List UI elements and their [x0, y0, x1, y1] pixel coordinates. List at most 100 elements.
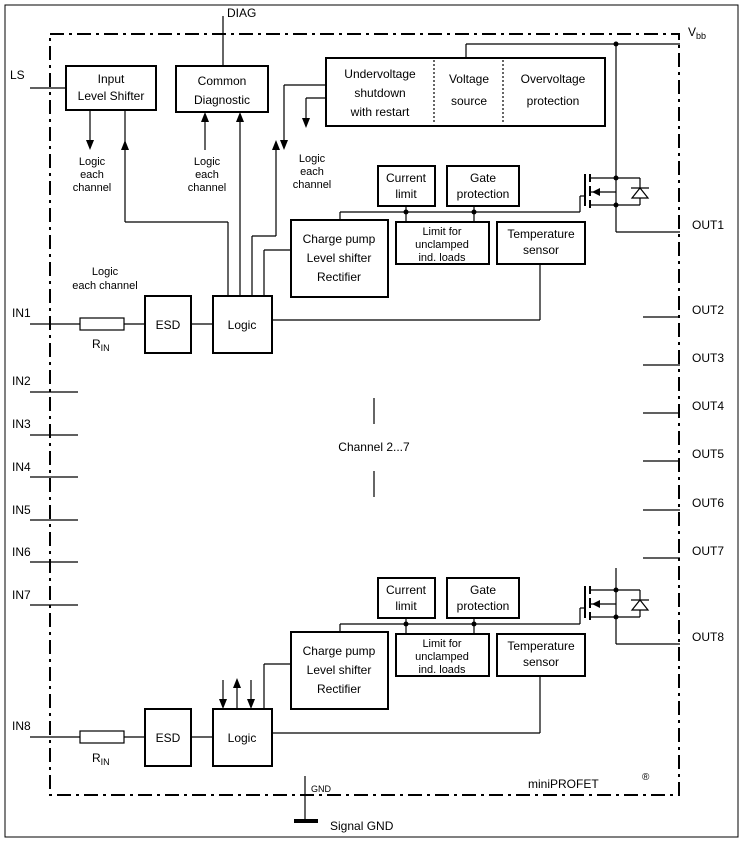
limit-unclamped-block-8: [395, 633, 490, 677]
charge-pump-label-1c: Rectifier: [317, 270, 361, 284]
logic-each-channel-a-2: each: [80, 169, 104, 181]
charge-pump-label-8c: Rectifier: [317, 682, 361, 696]
limit-unclamped-label-8a: Limit for: [422, 638, 461, 650]
logic-block-1: [212, 295, 273, 354]
arrow-down-icon: [302, 118, 310, 128]
voltage-source-label-1: Voltage: [449, 72, 489, 86]
out5-label: OUT5: [692, 447, 724, 461]
logic-each-channel-d-2: each channel: [72, 280, 137, 292]
gate-protection-label-1a: Gate: [470, 171, 496, 185]
limit-unclamped-label-1a: Limit for: [422, 226, 461, 238]
diode-icon: [630, 599, 650, 611]
gate-protection-label-8a: Gate: [470, 583, 496, 597]
logic-each-channel-c-2: each: [300, 166, 324, 178]
charge-pump-block-1: [290, 219, 389, 298]
in1-label: IN1: [12, 306, 31, 320]
in2-label: IN2: [12, 374, 31, 388]
gnd-label: GND: [311, 784, 332, 794]
registered-mark: ®: [642, 772, 650, 783]
input-level-shifter-block: [65, 65, 157, 111]
out2-label: OUT2: [692, 303, 724, 317]
out1-label: OUT1: [692, 218, 724, 232]
rin-label-1: RIN: [92, 337, 110, 353]
temperature-sensor-label-8b: sensor: [523, 655, 559, 669]
mosfet-arrow-icon: [592, 188, 600, 196]
arrow-down-icon: [219, 699, 227, 709]
signal-gnd-label: Signal GND: [330, 819, 394, 833]
voltage-source-label-2: source: [451, 94, 487, 108]
temperature-sensor-label-1a: Temperature: [507, 227, 575, 241]
limit-unclamped-block-1: [395, 221, 490, 265]
in7-label: IN7: [12, 588, 31, 602]
logic-each-channel-a-3: channel: [73, 182, 112, 194]
input-level-shifter-label-1: Input: [98, 72, 125, 86]
rin-resistor-1: [79, 317, 125, 331]
undervoltage-label-2: shutdown: [354, 86, 405, 100]
esd-label-1: ESD: [156, 318, 181, 332]
gate-protection-block-1: [446, 165, 520, 207]
arrow-down-icon: [86, 140, 94, 150]
gate-protection-label-8b: protection: [457, 599, 510, 613]
esd-block-1: [144, 295, 192, 354]
logic-each-channel-b-3: channel: [188, 182, 227, 194]
out4-label: OUT4: [692, 399, 724, 413]
current-limit-label-8b: limit: [395, 599, 417, 613]
in8-label: IN8: [12, 719, 31, 733]
arrow-up-icon: [201, 112, 209, 122]
arrow-down-icon: [280, 140, 288, 150]
in5-label: IN5: [12, 503, 31, 517]
overvoltage-label-1: Overvoltage: [521, 72, 586, 86]
chip-boundary: [49, 33, 680, 796]
input-level-shifter-label-2: Level Shifter: [78, 89, 145, 103]
common-diagnostic-label-2: Diagnostic: [194, 93, 250, 107]
limit-unclamped-label-1c: ind. loads: [418, 252, 466, 264]
logic-each-channel-d-1: Logic: [92, 266, 119, 278]
logic-each-channel-b-1: Logic: [194, 156, 221, 168]
diag-pin-label: DIAG: [227, 6, 256, 20]
arrow-down-icon: [247, 699, 255, 709]
vbb-pin-label: Vbb: [688, 25, 706, 41]
arrow-up-icon: [233, 678, 241, 688]
out3-label: OUT3: [692, 351, 724, 365]
out8-label: OUT8: [692, 630, 724, 644]
ls-pin-label: LS: [10, 68, 25, 82]
outer-frame: [4, 4, 739, 838]
in6-label: IN6: [12, 545, 31, 559]
charge-pump-block-8: [290, 631, 389, 710]
limit-unclamped-label-1b: unclamped: [415, 239, 469, 251]
logic-label-8: Logic: [228, 731, 257, 745]
rin-resistor-8: [79, 730, 125, 744]
diode-icon: [630, 187, 650, 199]
logic-each-channel-a-1: Logic: [79, 156, 106, 168]
logic-each-channel-b-2: each: [195, 169, 219, 181]
esd-label-8: ESD: [156, 731, 181, 745]
undervoltage-label-3: with restart: [350, 105, 410, 119]
logic-each-channel-c-1: Logic: [299, 153, 326, 165]
charge-pump-label-1a: Charge pump: [303, 232, 376, 246]
overvoltage-label-2: protection: [527, 94, 580, 108]
out7-label: OUT7: [692, 544, 724, 558]
current-limit-label-1a: Current: [386, 171, 427, 185]
brand-label: miniPROFET: [528, 777, 599, 791]
in4-label: IN4: [12, 460, 31, 474]
charge-pump-label-8a: Charge pump: [303, 644, 376, 658]
charge-pump-label-8b: Level shifter: [307, 663, 372, 677]
limit-unclamped-label-8c: ind. loads: [418, 664, 466, 676]
rin-label-8: RIN: [92, 751, 110, 767]
charge-pump-label-1b: Level shifter: [307, 251, 372, 265]
arrow-up-icon: [272, 140, 280, 150]
limit-unclamped-label-8b: unclamped: [415, 651, 469, 663]
arrow-up-icon: [121, 140, 129, 150]
arrow-up-icon: [236, 112, 244, 122]
undervoltage-label-1: Undervoltage: [344, 67, 416, 81]
mosfet-arrow-icon: [592, 600, 600, 608]
in3-label: IN3: [12, 417, 31, 431]
temperature-sensor-label-1b: sensor: [523, 243, 559, 257]
temperature-sensor-block-8: [496, 633, 586, 677]
temperature-sensor-block-1: [496, 221, 586, 265]
current-limit-block-1: [377, 165, 436, 207]
out6-label: OUT6: [692, 496, 724, 510]
logic-label-1: Logic: [228, 318, 257, 332]
common-diagnostic-label-1: Common: [198, 74, 247, 88]
